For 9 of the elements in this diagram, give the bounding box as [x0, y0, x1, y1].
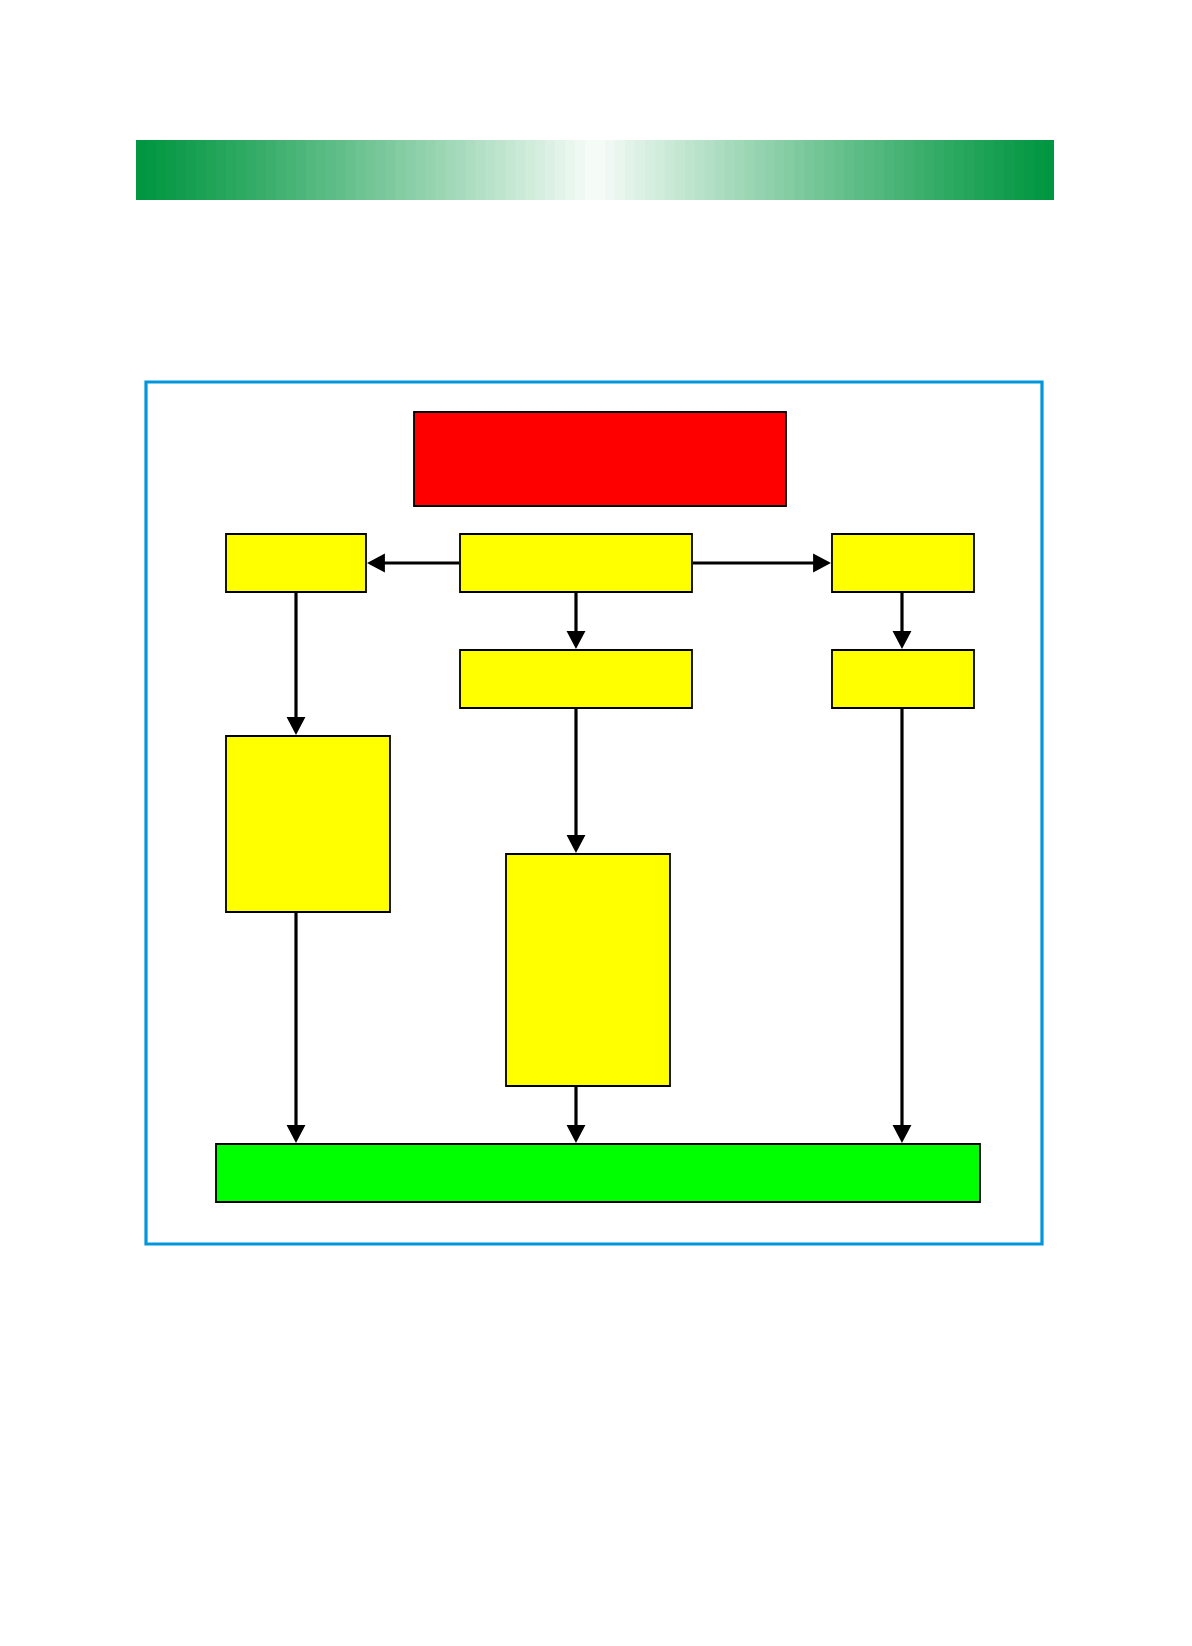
process-box — [505, 853, 671, 1087]
top-box — [413, 411, 787, 507]
process-box — [831, 533, 975, 593]
process-box — [225, 533, 367, 593]
process-box — [831, 649, 975, 709]
process-box — [459, 533, 693, 593]
process-box — [459, 649, 693, 709]
bottom-bar — [215, 1143, 981, 1203]
process-box — [225, 735, 391, 913]
